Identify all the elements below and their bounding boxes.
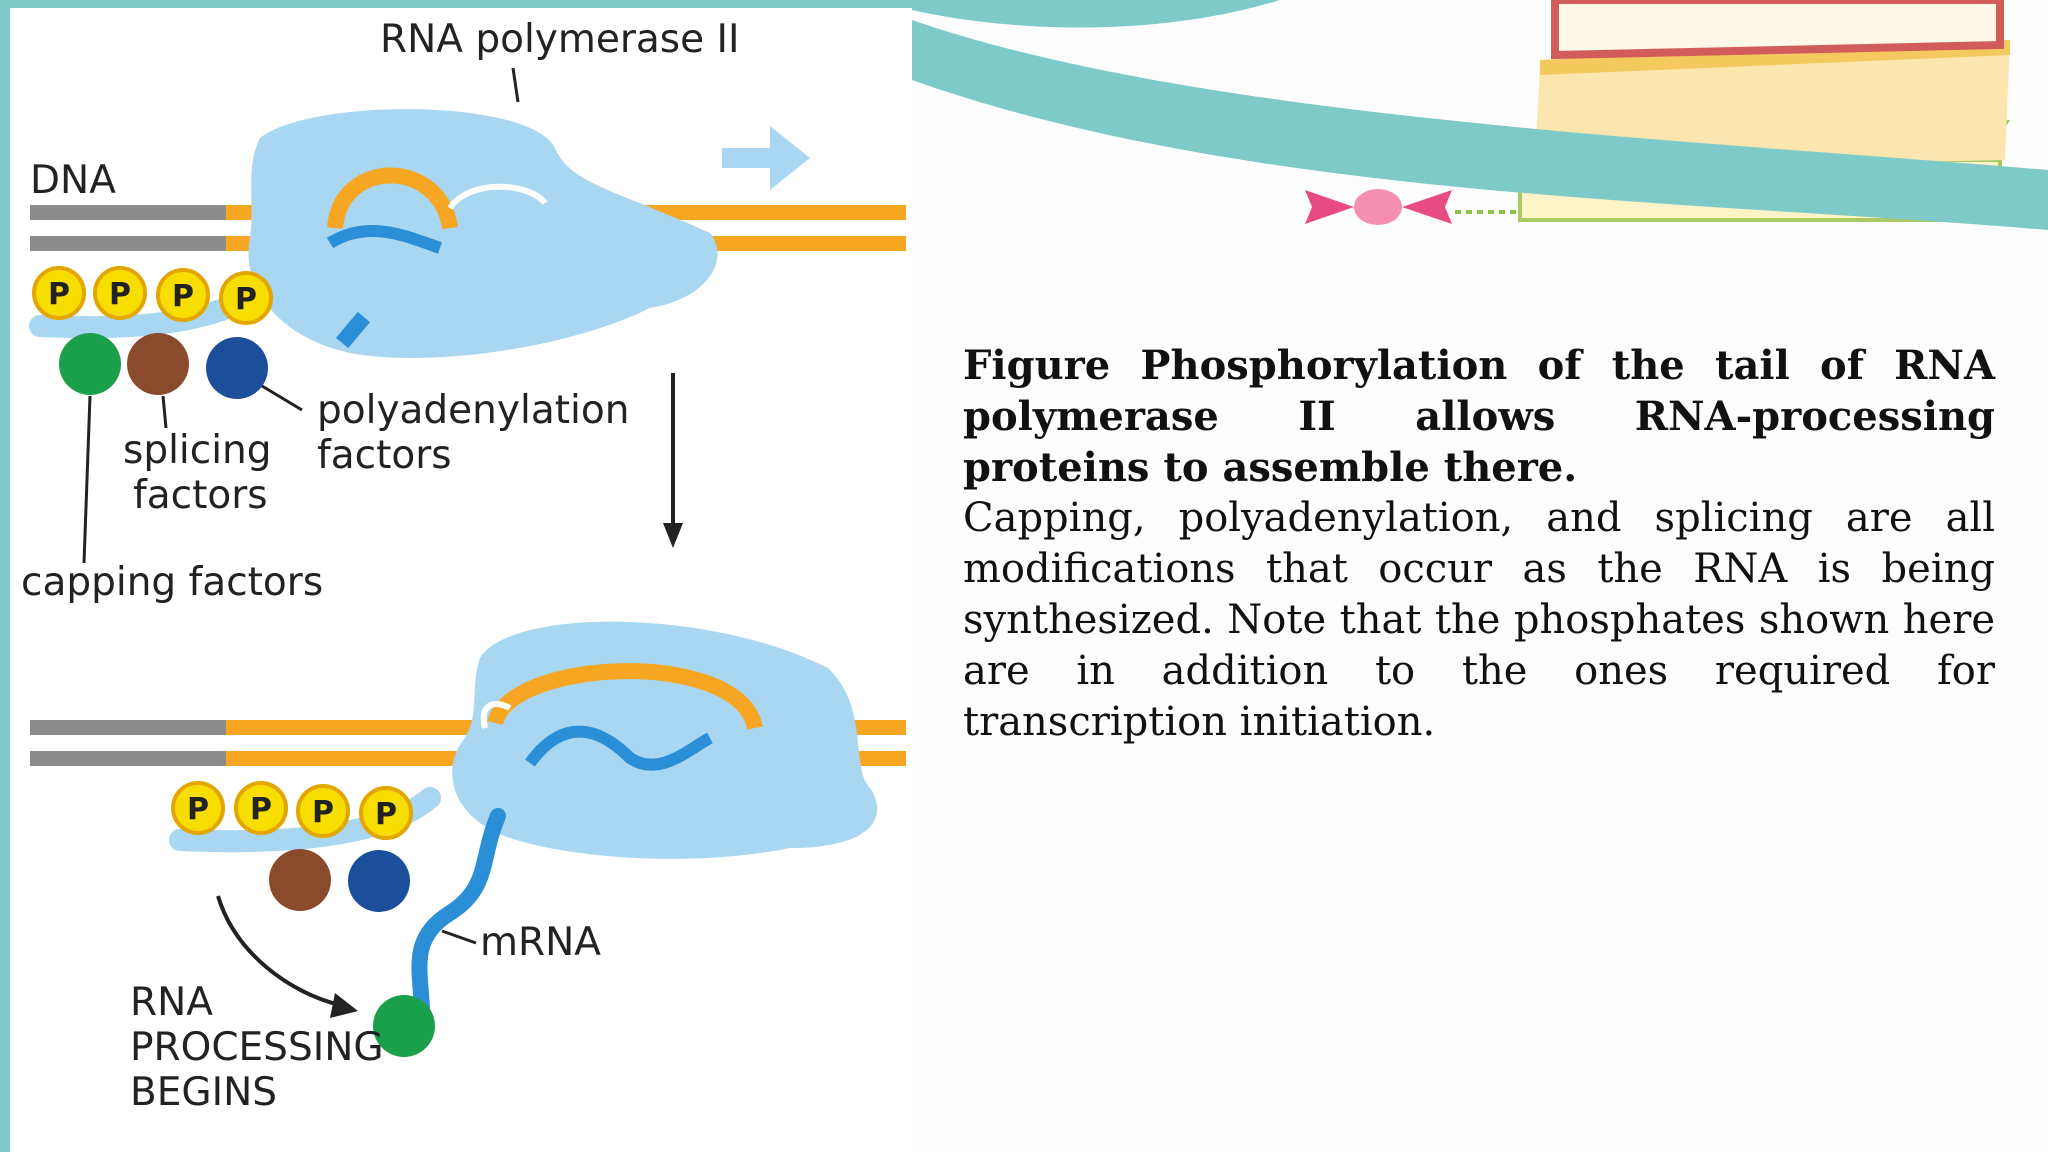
- polyadenylation-label-line1: polyadenylation: [317, 388, 629, 433]
- dna-label: DNA: [30, 158, 116, 203]
- teal-swoosh-band: [912, 20, 2048, 230]
- phosphate-label: P: [172, 279, 194, 314]
- frame-top-edge: [0, 0, 912, 8]
- polymerase-label: RNA polymerase II: [380, 17, 740, 62]
- dna-strand-gray-top: [30, 720, 226, 735]
- transcription-diagram: RNA polymerase II DNA P P P P: [21, 17, 906, 1115]
- splicing-factor-circle: [269, 849, 331, 911]
- phosphate-circle: [171, 781, 225, 835]
- phosphate-label: P: [250, 792, 272, 827]
- phosphate-label: P: [48, 277, 70, 312]
- phosphate-label: P: [187, 792, 209, 827]
- direction-arrow: [722, 126, 810, 190]
- rna-exit-stub: [335, 311, 371, 349]
- phosphate-label: P: [235, 282, 257, 317]
- capping-factor-circle: [59, 333, 121, 395]
- rna-polymerase-ii: [248, 109, 718, 358]
- splicing-factor-circle: [127, 333, 189, 395]
- phosphate-label: P: [109, 277, 131, 312]
- frame-left-edge: [0, 0, 10, 1152]
- splicing-leader-line: [161, 395, 168, 429]
- processing-arrow: [216, 895, 341, 1007]
- phosphate-circle: [156, 268, 210, 322]
- phosphate-label: P: [375, 797, 397, 832]
- dna-strand-gray-top: [30, 205, 226, 220]
- mrna-strand: [411, 808, 506, 1016]
- phosphate-circle: [32, 266, 86, 320]
- polyadenylation-leader-line: [261, 384, 303, 412]
- processing-arrow-head: [330, 993, 358, 1018]
- phosphate-circle: [296, 784, 350, 838]
- phosphate-label: P: [312, 795, 334, 830]
- polymerase-leader-line: [511, 67, 520, 103]
- phosphate-group-top: P P P P: [32, 266, 273, 325]
- bottom-panel: P P P P mRNA RNA PR: [30, 621, 906, 1115]
- capping-factor-circle: [373, 995, 435, 1057]
- dna-bubble: [487, 663, 763, 731]
- splicing-label-line2: factors: [133, 473, 268, 518]
- nascent-rna-top: [326, 224, 442, 254]
- teal-top-band: [912, 0, 1280, 28]
- candy-icon: [1305, 189, 1520, 225]
- capping-leader-line: [82, 395, 92, 564]
- caption-title: Figure Phosphorylation of the tail of RN…: [963, 342, 1995, 491]
- polyadenylation-label-line2: factors: [317, 433, 452, 478]
- caption-body: Capping, polyadenylation, and splicing a…: [963, 495, 1995, 745]
- phosphate-group-bottom: P P P P: [171, 781, 413, 840]
- phosphate-circle: [359, 786, 413, 840]
- processing-label-line2: PROCESSING: [130, 1025, 384, 1070]
- processing-label-line1: RNA: [130, 980, 213, 1025]
- mrna-label: mRNA: [480, 920, 601, 965]
- dna-bubble: [327, 167, 458, 230]
- diagram-panel: RNA polymerase II DNA P P P P: [10, 8, 912, 1152]
- transition-arrow-head: [663, 523, 683, 548]
- splicing-label-line1: splicing: [123, 428, 272, 473]
- rna-polymerase-ii: [452, 621, 878, 859]
- dna-strand-gray-bottom: [30, 751, 226, 766]
- mrna-leader-line: [441, 929, 477, 945]
- polyadenylation-factor-circle: [206, 337, 268, 399]
- nascent-rna-bottom: [525, 725, 713, 771]
- polyadenylation-factor-circle: [348, 850, 410, 912]
- top-panel: RNA polymerase II DNA P P P P: [21, 17, 906, 605]
- processing-label-line3: BEGINS: [130, 1070, 277, 1115]
- phosphate-circle: [93, 266, 147, 320]
- dna-strand-gray-bottom: [30, 236, 226, 251]
- capping-label: capping factors: [21, 560, 323, 605]
- figure-caption: Figure Phosphorylation of the tail of RN…: [963, 340, 1995, 748]
- phosphate-circle: [219, 271, 273, 325]
- phosphate-circle: [234, 781, 288, 835]
